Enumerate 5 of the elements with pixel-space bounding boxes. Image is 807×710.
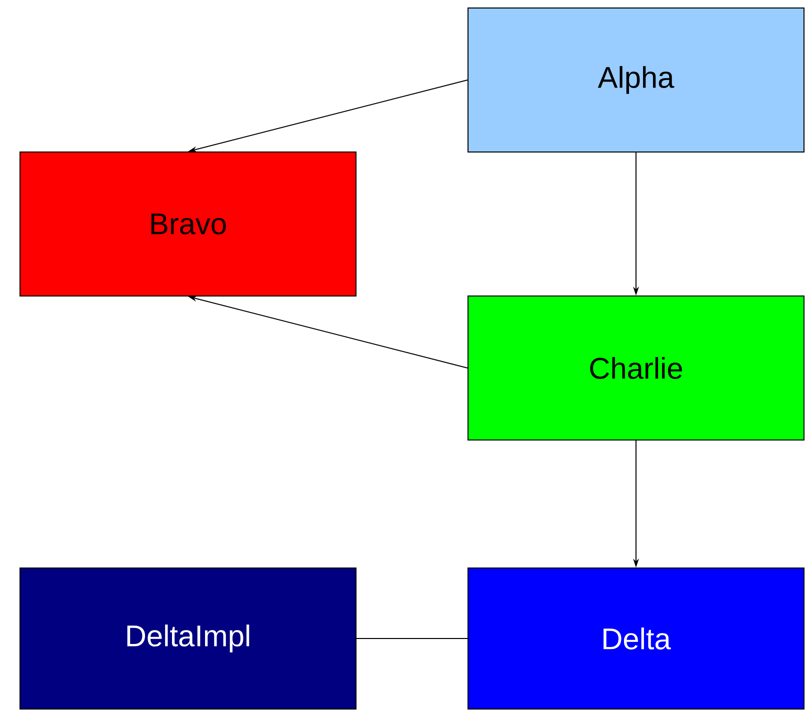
class-box: Charlie: [468, 296, 804, 440]
class-box: Delta: [468, 568, 804, 710]
class-box: Alpha: [468, 8, 804, 152]
class-box: Bravo: [20, 152, 356, 296]
class-box: DeltaImpl: [20, 568, 356, 710]
